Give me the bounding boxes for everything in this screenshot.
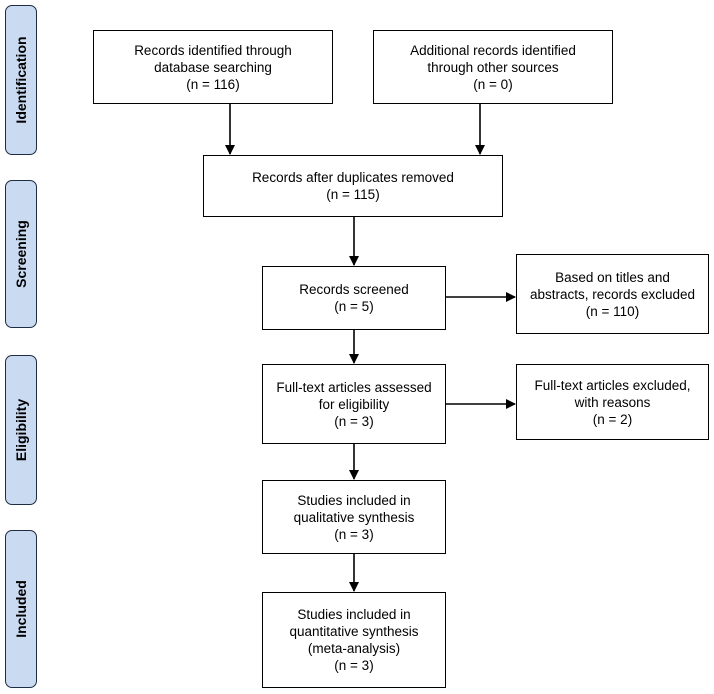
box-duplicates-removed: Records after duplicates removed (n = 11… (203, 155, 503, 217)
box-text-line: database searching (154, 59, 272, 75)
box-text-line: (n = 3) (334, 413, 374, 429)
box-text-line: (n = 0) (473, 76, 513, 92)
box-text-line: (n = 5) (334, 299, 374, 314)
box-qualitative-synthesis: Studies included in qualitative synthesi… (262, 480, 446, 554)
box-text-line: Additional records identified (410, 42, 576, 58)
box-records-excluded: Based on titles and abstracts, records e… (516, 254, 709, 334)
box-text-line: qualitative synthesis (293, 509, 415, 525)
stage-eligibility: Eligibility (5, 355, 37, 505)
box-text-line: with reasons (574, 394, 651, 410)
box-quantitative-synthesis: Studies included in quantitative synthes… (262, 592, 446, 688)
box-text-line: (meta-analysis) (307, 641, 401, 656)
box-database-searching: Records identified through database sear… (93, 30, 333, 104)
box-text-line: (n = 116) (186, 76, 240, 92)
box-text-line: abstracts, records excluded (529, 286, 696, 302)
box-text-line: Studies included in (297, 492, 411, 508)
box-text-line: (n = 2) (592, 411, 633, 427)
box-text-line: (n = 3) (334, 658, 374, 673)
box-text-line: quantitative synthesis (289, 624, 419, 639)
box-text-line: (n = 110) (585, 303, 640, 319)
box-other-sources: Additional records identified through ot… (373, 30, 613, 104)
box-text-line: through other sources (427, 59, 559, 75)
box-text-line: Studies included in (297, 607, 411, 622)
box-text-line: Full-text articles assessed (276, 379, 432, 395)
box-records-screened: Records screened (n = 5) (262, 266, 446, 330)
box-text-line: Records screened (299, 282, 409, 297)
box-full-text-assessed: Full-text articles assessed for eligibil… (262, 364, 446, 444)
box-text-line: (n = 115) (326, 187, 380, 202)
stage-identification: Identification (5, 5, 37, 155)
box-text-line: Records after duplicates removed (252, 170, 454, 185)
box-text-line: Full-text articles excluded, (534, 377, 691, 393)
stage-screening: Screening (5, 180, 37, 328)
stage-included: Included (5, 530, 37, 688)
box-text-line: (n = 3) (334, 526, 374, 542)
box-full-text-excluded: Full-text articles excluded, with reason… (516, 364, 709, 440)
box-text-line: Based on titles and (555, 269, 670, 285)
box-text-line: Records identified through (134, 42, 292, 58)
box-text-line: for eligibility (318, 396, 390, 412)
